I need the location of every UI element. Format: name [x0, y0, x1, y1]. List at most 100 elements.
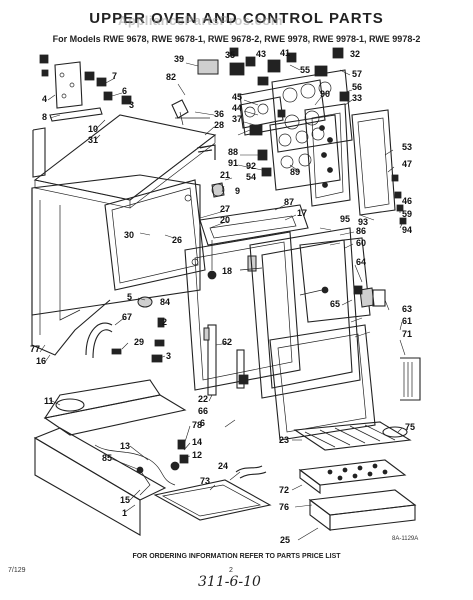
callout-37: 37 [232, 114, 242, 124]
oven-rack-support [353, 285, 421, 401]
callout-60: 60 [356, 238, 366, 248]
control-console [239, 69, 353, 153]
callout-66: 66 [198, 406, 208, 416]
callout-84: 84 [160, 297, 170, 307]
callout-2: 2 [162, 317, 167, 327]
callout-1: 1 [122, 508, 127, 518]
callout-27: 27 [220, 204, 230, 214]
ordering-note: FOR ORDERING INFORMATION REFER TO PARTS … [132, 553, 341, 560]
control-panel-lower [249, 114, 341, 191]
callout-78: 78 [192, 420, 202, 430]
callout-18: 18 [222, 266, 232, 276]
callout-3b: 3 [166, 351, 171, 361]
oven-cavity-liner [104, 179, 206, 291]
handwritten-note: 311-6-10 [198, 574, 261, 590]
callout-7: 7 [112, 71, 117, 81]
oven-door-inner-frame [184, 231, 301, 391]
callout-28: 28 [214, 120, 224, 130]
callout-59: 59 [402, 209, 412, 219]
callout-85: 85 [102, 453, 112, 463]
callout-12: 12 [192, 450, 202, 460]
oven-door-gasket-frame [199, 204, 309, 246]
callout-30: 30 [124, 230, 134, 240]
model-list: For Models RWE 9678, RWE 9678-1, RWE 967… [52, 34, 421, 44]
callout-11: 11 [44, 396, 54, 406]
callout-44: 44 [232, 103, 242, 113]
diagram-title: UPPER OVEN AND CONTROL PARTS [89, 10, 384, 27]
callout-71: 71 [402, 329, 412, 339]
callout-76: 76 [279, 502, 289, 512]
callout-57: 57 [352, 69, 362, 79]
callout-64: 64 [356, 257, 366, 267]
callout-54: 54 [246, 172, 256, 182]
callout-4: 4 [42, 94, 47, 104]
callout-32: 32 [350, 49, 360, 59]
door-hinge-assembly [203, 240, 249, 396]
callout-67: 67 [122, 312, 132, 322]
callout-72: 72 [279, 485, 289, 495]
callout-86: 86 [356, 226, 366, 236]
broiler-pan-grid [298, 459, 407, 495]
callout-53: 53 [402, 142, 412, 152]
callout-73: 73 [200, 476, 210, 486]
callout-8: 8 [42, 112, 47, 122]
callout-25: 25 [280, 535, 290, 545]
callout-65: 65 [330, 299, 340, 309]
callout-22: 22 [198, 394, 208, 404]
door-gasket-strip [85, 322, 113, 359]
page-number: 2 [229, 567, 233, 574]
callout-45: 45 [232, 92, 242, 102]
cabinet-top-panel [33, 114, 217, 209]
broil-element-clip [235, 465, 267, 479]
callout-92: 92 [246, 161, 256, 171]
door-outer-panel [249, 227, 376, 441]
small-fasteners [111, 296, 165, 363]
timer-element [171, 99, 210, 126]
callout-93: 93 [358, 217, 368, 227]
callout-62: 62 [222, 337, 232, 347]
callout-16: 16 [36, 356, 46, 366]
callout-3a: 3 [129, 100, 134, 110]
callout-77: 77 [30, 344, 40, 354]
drawer-liner [153, 479, 272, 521]
callout-26: 26 [172, 235, 182, 245]
control-trim-frame [351, 109, 396, 216]
callout-61: 61 [402, 316, 412, 326]
lower-base-panel [33, 379, 187, 536]
callout-95: 95 [340, 214, 350, 224]
broiler-pan [308, 489, 417, 532]
callout-89: 89 [290, 167, 300, 177]
callout-31: 31 [88, 135, 98, 145]
callout-91: 91 [228, 158, 238, 168]
callout-numbers: 7 6 3 4 8 10 31 39 82 36 28 35 43 41 32 … [30, 48, 415, 545]
callout-39: 39 [174, 54, 184, 64]
callout-17: 17 [297, 208, 307, 218]
callout-5: 5 [127, 292, 132, 302]
callout-9: 9 [235, 186, 240, 196]
callout-29: 29 [134, 337, 144, 347]
callout-13: 13 [120, 441, 130, 451]
oven-cabinet-wrapper [31, 174, 201, 356]
vent-tube [196, 144, 216, 160]
callout-55: 55 [300, 65, 310, 75]
callout-88: 88 [228, 147, 238, 157]
cabinet-side-trim [32, 107, 103, 178]
callout-43: 43 [256, 49, 266, 59]
callout-36: 36 [214, 109, 224, 119]
callout-47: 47 [402, 159, 412, 169]
document-code: 7/129 [8, 567, 26, 574]
callout-23: 23 [279, 435, 289, 445]
callout-75: 75 [405, 422, 415, 432]
callout-14: 14 [192, 437, 202, 447]
oven-light-socket [211, 182, 225, 198]
callout-87: 87 [284, 197, 294, 207]
door-glass-window [299, 237, 375, 323]
rear-panel-bracket [39, 54, 132, 109]
callout-82: 82 [166, 72, 176, 82]
callout-46: 46 [402, 196, 412, 206]
callout-33: 33 [352, 93, 362, 103]
callout-leader-lines [39, 62, 406, 541]
control-backplate [304, 103, 351, 207]
